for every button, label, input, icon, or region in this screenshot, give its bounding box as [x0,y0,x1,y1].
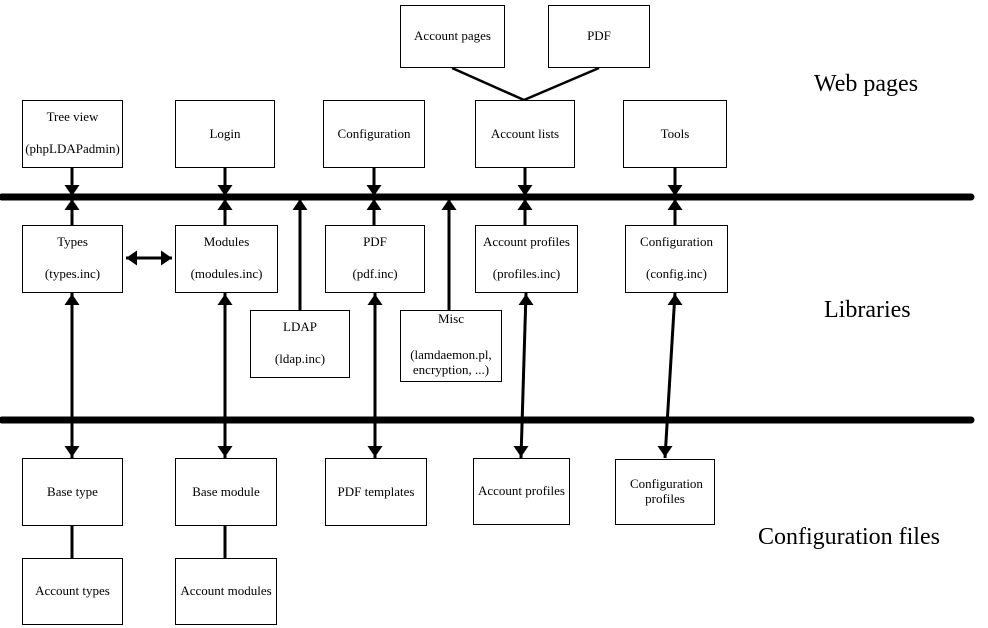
layer-label-web-pages: Web pages [814,71,919,97]
box-account-profiles-lib: Account profiles (profiles.inc) [475,225,578,293]
box-sublabel: (ldap.inc) [274,351,326,367]
box-sublabel: (types.inc) [44,266,101,282]
box-pdf-templates: PDF templates [325,458,427,526]
box-label: Account profiles [482,234,570,249]
box-types: Types (types.inc) [22,225,123,293]
layer-label-libraries: Libraries [824,297,911,323]
box-label: PDF [587,28,611,44]
box-base-type: Base type [22,458,123,526]
box-label: Account profiles [477,483,565,499]
box-label: Configuration [640,234,713,249]
box-sublabel: (profiles.inc) [492,266,561,282]
box-pdf-page: PDF [548,5,650,68]
box-label: LDAP [283,319,317,334]
box-configuration-page: Configuration [323,100,425,168]
box-sublabel: (phpLDAPadmin) [25,141,120,157]
box-tools: Tools [623,100,727,168]
box-label: Account types [35,583,110,599]
box-account-types: Account types [22,558,123,625]
box-ldap: LDAP (ldap.inc) [250,310,350,378]
box-label: Tools [660,125,690,141]
box-label: Account lists [490,125,560,141]
box-account-lists: Account lists [475,100,575,168]
box-modules: Modules (modules.inc) [175,225,278,293]
box-label: Configuration [337,125,411,141]
box-label: Modules [203,234,250,249]
box-label: PDF [363,234,387,249]
box-label: Base type [47,483,98,499]
box-label: Misc [438,311,464,326]
box-sublabel: (lamdaemon.pl, encryption, ...) [410,347,492,378]
box-sublabel: (pdf.inc) [352,266,398,282]
box-account-pages: Account pages [400,5,505,68]
box-sublabel: (modules.inc) [190,266,263,282]
box-label: Configuration profiles [630,476,703,506]
layer-label-configuration-files: Configuration files [758,524,940,550]
box-configuration-profiles: Configuration profiles [615,459,715,525]
box-sublabel: (config.inc) [645,266,707,282]
box-label: Account modules [180,583,272,599]
box-account-profiles-conf: Account profiles [473,458,570,525]
box-label: PDF templates [337,483,415,499]
box-label: Base module [192,483,260,499]
box-label: Types [57,234,88,249]
box-misc: Misc (lamdaemon.pl, encryption, ...) [400,310,502,382]
box-pdf-lib: PDF (pdf.inc) [325,225,425,293]
box-label: Tree view [46,109,99,124]
box-base-module: Base module [175,458,277,526]
box-label: Account pages [414,28,491,44]
box-login: Login [175,100,275,168]
box-account-modules: Account modules [175,558,277,625]
box-tree-view: Tree view (phpLDAPadmin) [22,100,123,168]
box-configuration-lib: Configuration (config.inc) [625,225,728,293]
box-label: Login [209,125,241,141]
